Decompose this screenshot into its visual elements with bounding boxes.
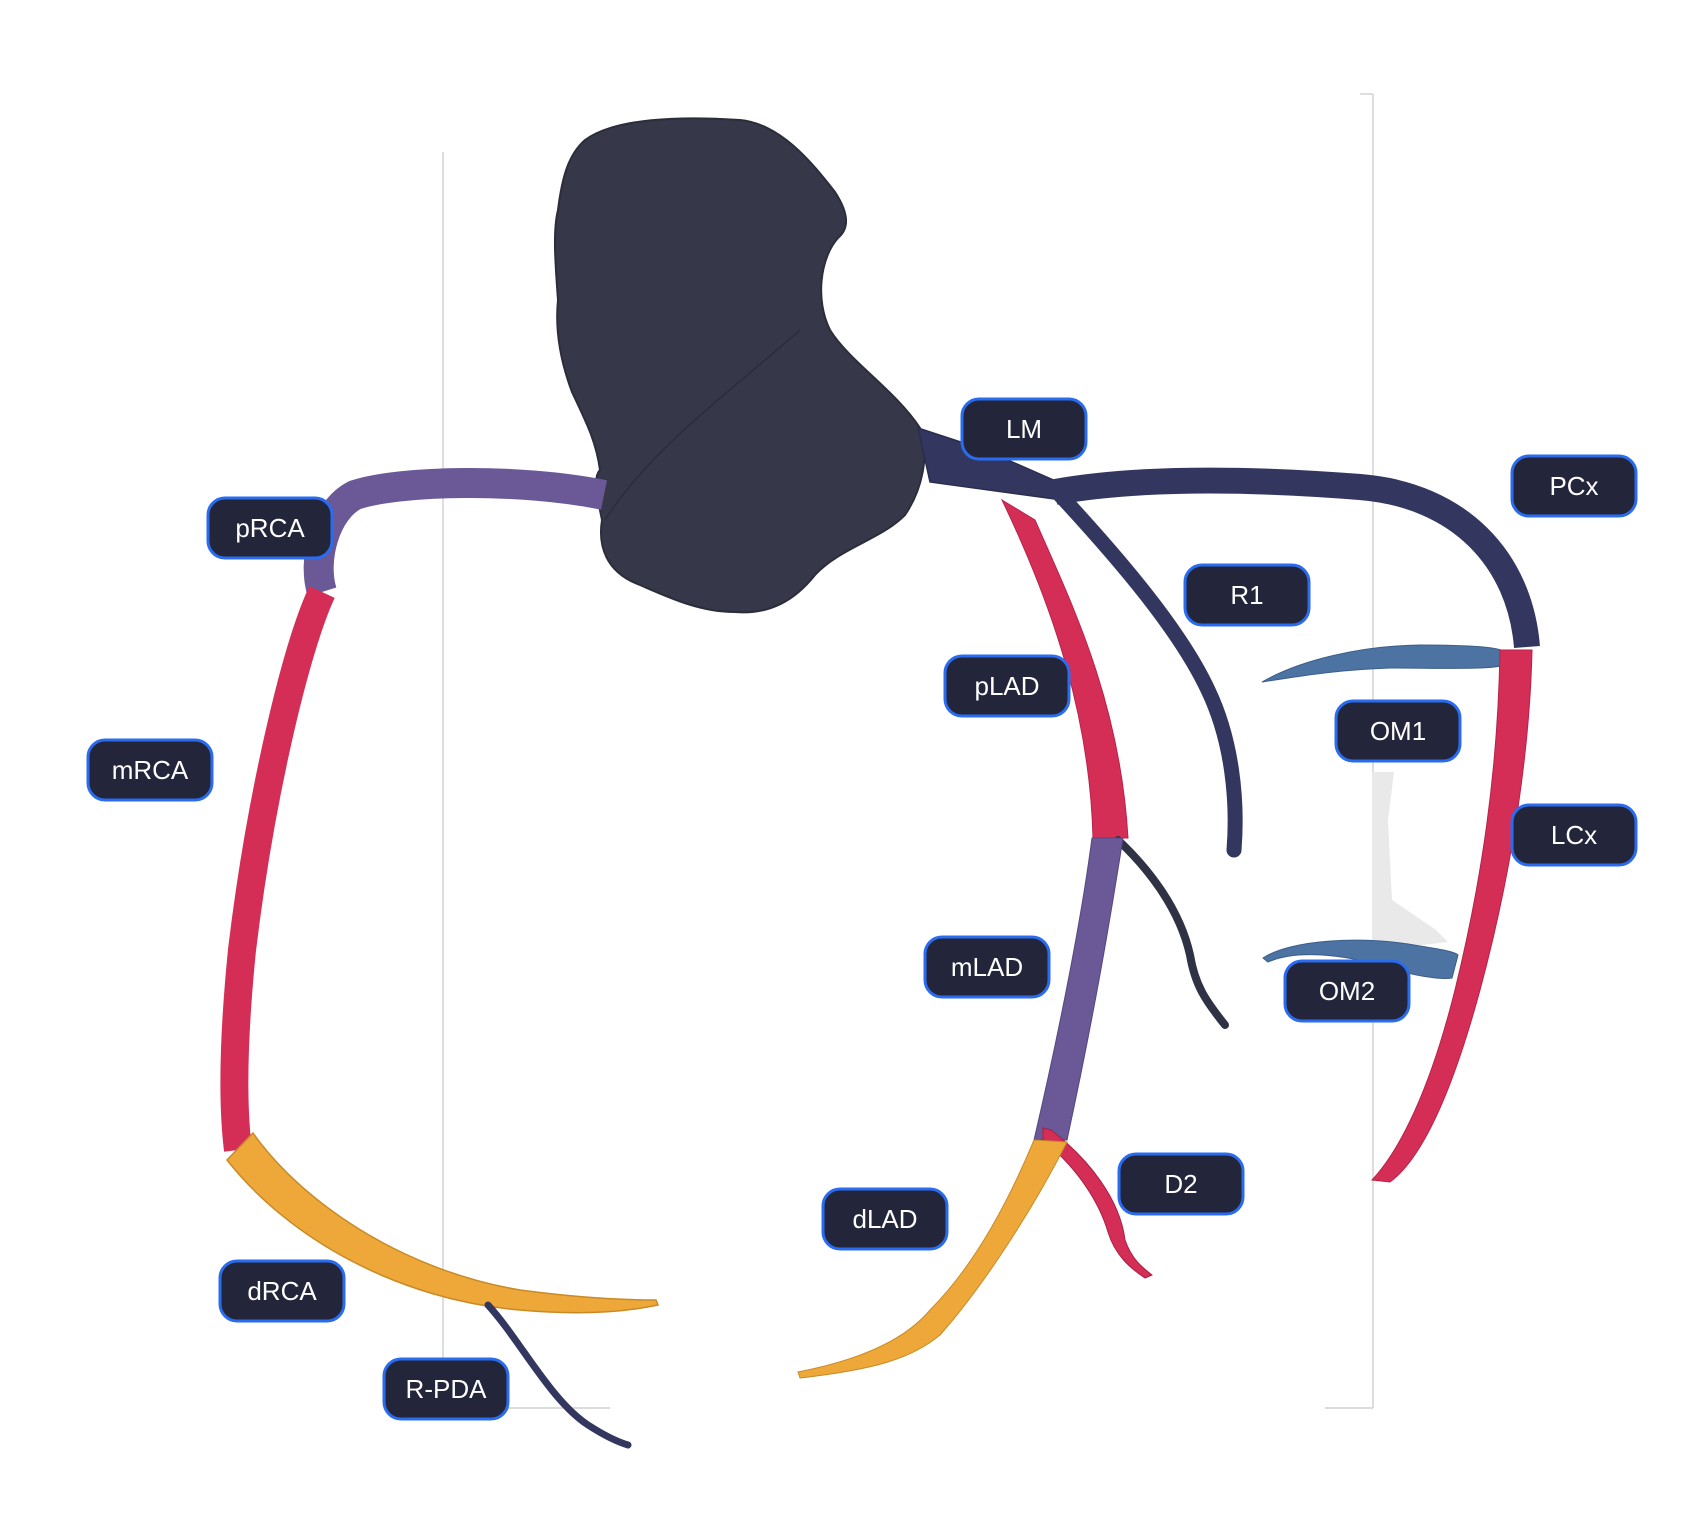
label-lm-text: LM (1006, 414, 1042, 444)
label-d2[interactable]: D2 (1117, 1152, 1245, 1216)
aortic-root (553, 117, 926, 614)
label-mrca-text: mRCA (112, 755, 189, 785)
d1-branch (1114, 836, 1229, 1029)
label-lcx-text: LCx (1551, 820, 1597, 850)
label-pcx[interactable]: PCx (1510, 454, 1638, 518)
label-drca-text: dRCA (247, 1276, 317, 1306)
drca-segment (226, 1131, 660, 1314)
label-mlad[interactable]: mLAD (923, 935, 1051, 999)
label-om2[interactable]: OM2 (1283, 959, 1411, 1023)
label-r1-text: R1 (1230, 580, 1263, 610)
dlad-segment (797, 1139, 1068, 1379)
label-mrca[interactable]: mRCA (86, 738, 214, 802)
label-d2-text: D2 (1164, 1169, 1197, 1199)
label-plad[interactable]: pLAD (943, 654, 1071, 718)
mrca-segment (220, 586, 335, 1152)
plad-segment (1000, 498, 1129, 839)
label-lm[interactable]: LM (960, 397, 1088, 461)
label-lcx[interactable]: LCx (1510, 803, 1638, 867)
label-prca-text: pRCA (235, 513, 305, 543)
label-r1[interactable]: R1 (1183, 563, 1311, 627)
d2-branch (1042, 1127, 1153, 1279)
shadow-smudge (1372, 772, 1448, 952)
label-prca[interactable]: pRCA (206, 496, 334, 560)
om2-branch (1262, 939, 1459, 979)
label-plad-text: pLAD (974, 671, 1039, 701)
r1-branch (1052, 487, 1243, 858)
aortic-root-fold (604, 329, 801, 521)
label-rpda-text: R-PDA (406, 1374, 488, 1404)
pcx-arc (1052, 467, 1540, 649)
label-dlad-text: dLAD (852, 1204, 917, 1234)
label-om1[interactable]: OM1 (1334, 699, 1462, 763)
label-dlad[interactable]: dLAD (821, 1187, 949, 1251)
prca-segment (303, 468, 607, 597)
mlad-segment (1033, 837, 1124, 1141)
rpda-branch (484, 1301, 632, 1449)
label-om1-text: OM1 (1370, 716, 1426, 746)
label-om2-text: OM2 (1319, 976, 1375, 1006)
label-mlad-text: mLAD (951, 952, 1023, 982)
label-rpda[interactable]: R-PDA (382, 1357, 510, 1421)
label-drca[interactable]: dRCA (218, 1259, 346, 1323)
om1-branch (1261, 644, 1506, 683)
label-pcx-text: PCx (1549, 471, 1598, 501)
